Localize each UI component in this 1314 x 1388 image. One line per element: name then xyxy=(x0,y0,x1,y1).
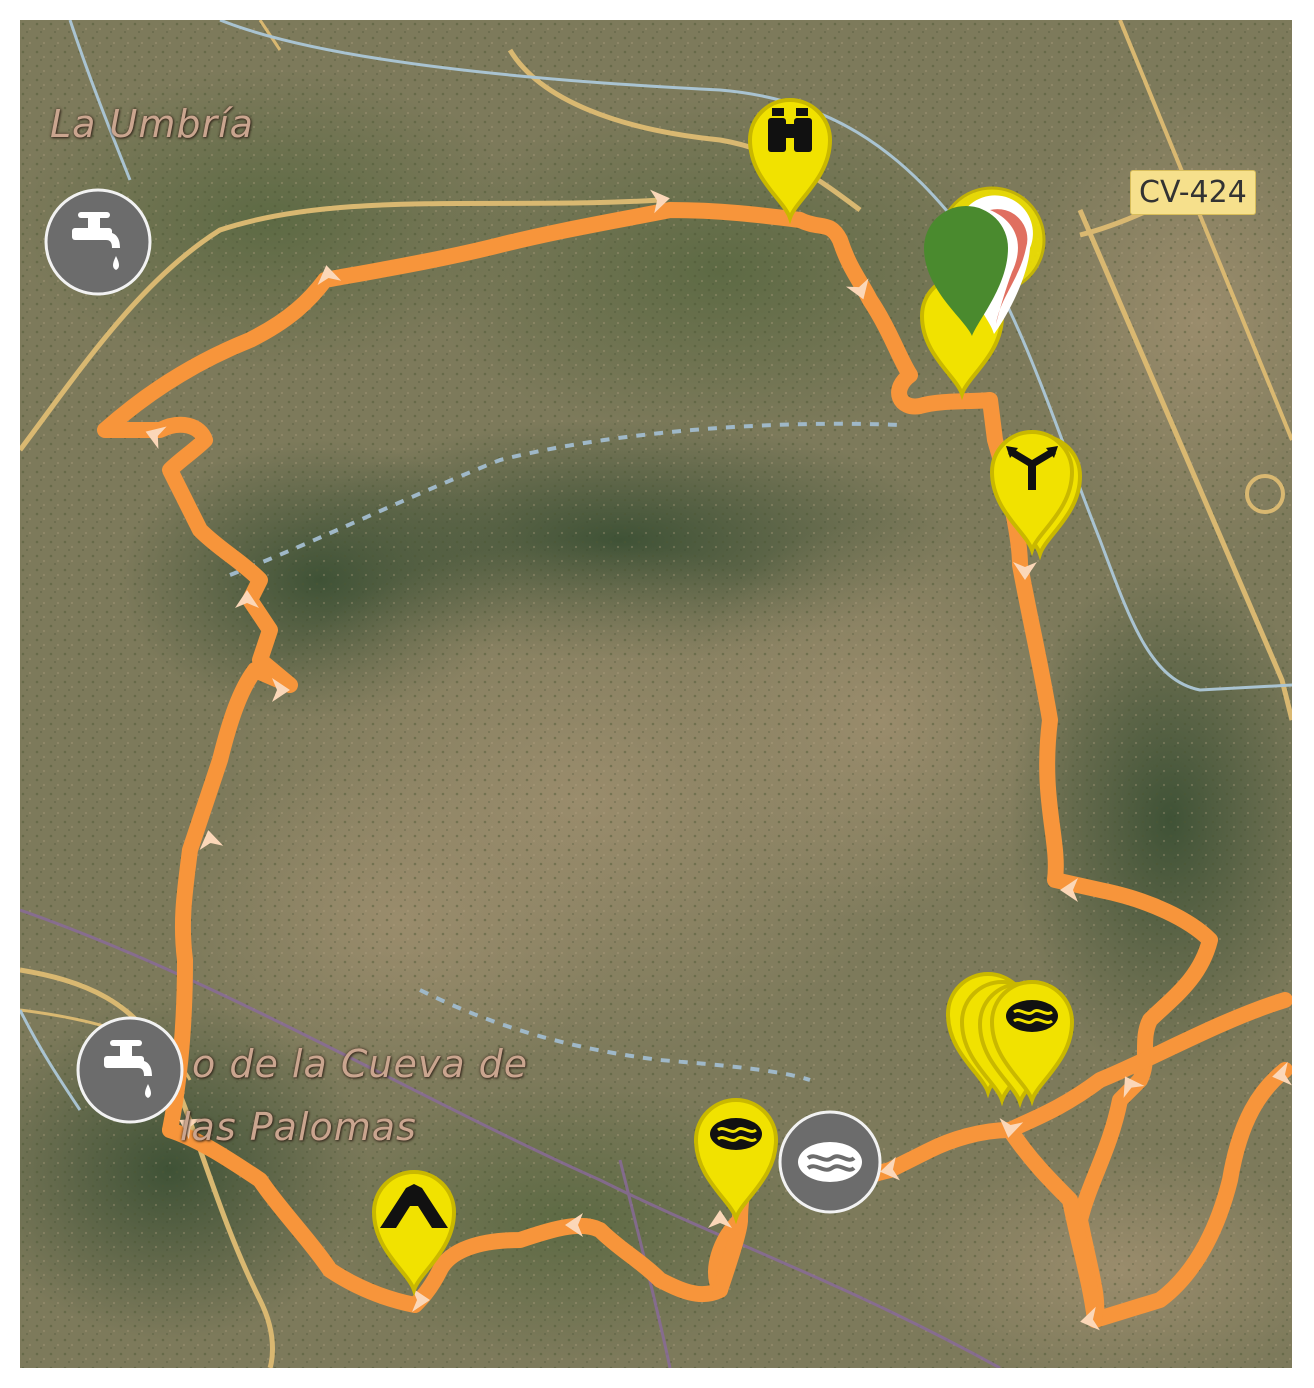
water-tap-icon xyxy=(72,212,120,270)
binoculars-icon xyxy=(768,108,812,152)
water-tap-icon xyxy=(104,1040,152,1098)
start-pin-icon xyxy=(924,206,1008,336)
fork-icon xyxy=(1006,446,1058,490)
water-icon xyxy=(798,1142,862,1182)
waypoint-cave[interactable] xyxy=(372,1170,456,1292)
place-label-cueva-line2: las Palomas xyxy=(180,1105,417,1149)
poi-water-grey[interactable] xyxy=(778,1110,882,1214)
water-icon xyxy=(710,1118,762,1150)
place-label-la-umbria: La Umbría xyxy=(50,102,254,146)
dotted-trails xyxy=(229,421,901,1082)
cave-icon xyxy=(380,1184,448,1228)
waypoint-start[interactable] xyxy=(924,186,1046,336)
waypoint-junction[interactable] xyxy=(990,430,1082,556)
poi-fountain-north[interactable] xyxy=(44,188,152,296)
terrain-texture xyxy=(20,20,1292,1368)
place-label-cueva-line1: o de la Cueva de xyxy=(192,1042,529,1086)
waypoint-viewpoint[interactable] xyxy=(748,98,832,220)
water-icon xyxy=(1006,1000,1058,1032)
roads xyxy=(20,20,1292,1368)
waypoint-water-cluster[interactable] xyxy=(946,972,1074,1104)
poi-fountain-south[interactable] xyxy=(76,1016,184,1124)
map-view[interactable]: La Umbría o de la Cueva de las Palomas C… xyxy=(20,20,1292,1368)
waypoint-water-south[interactable] xyxy=(694,1098,778,1220)
road-shield-cv424: CV-424 xyxy=(1130,170,1256,215)
